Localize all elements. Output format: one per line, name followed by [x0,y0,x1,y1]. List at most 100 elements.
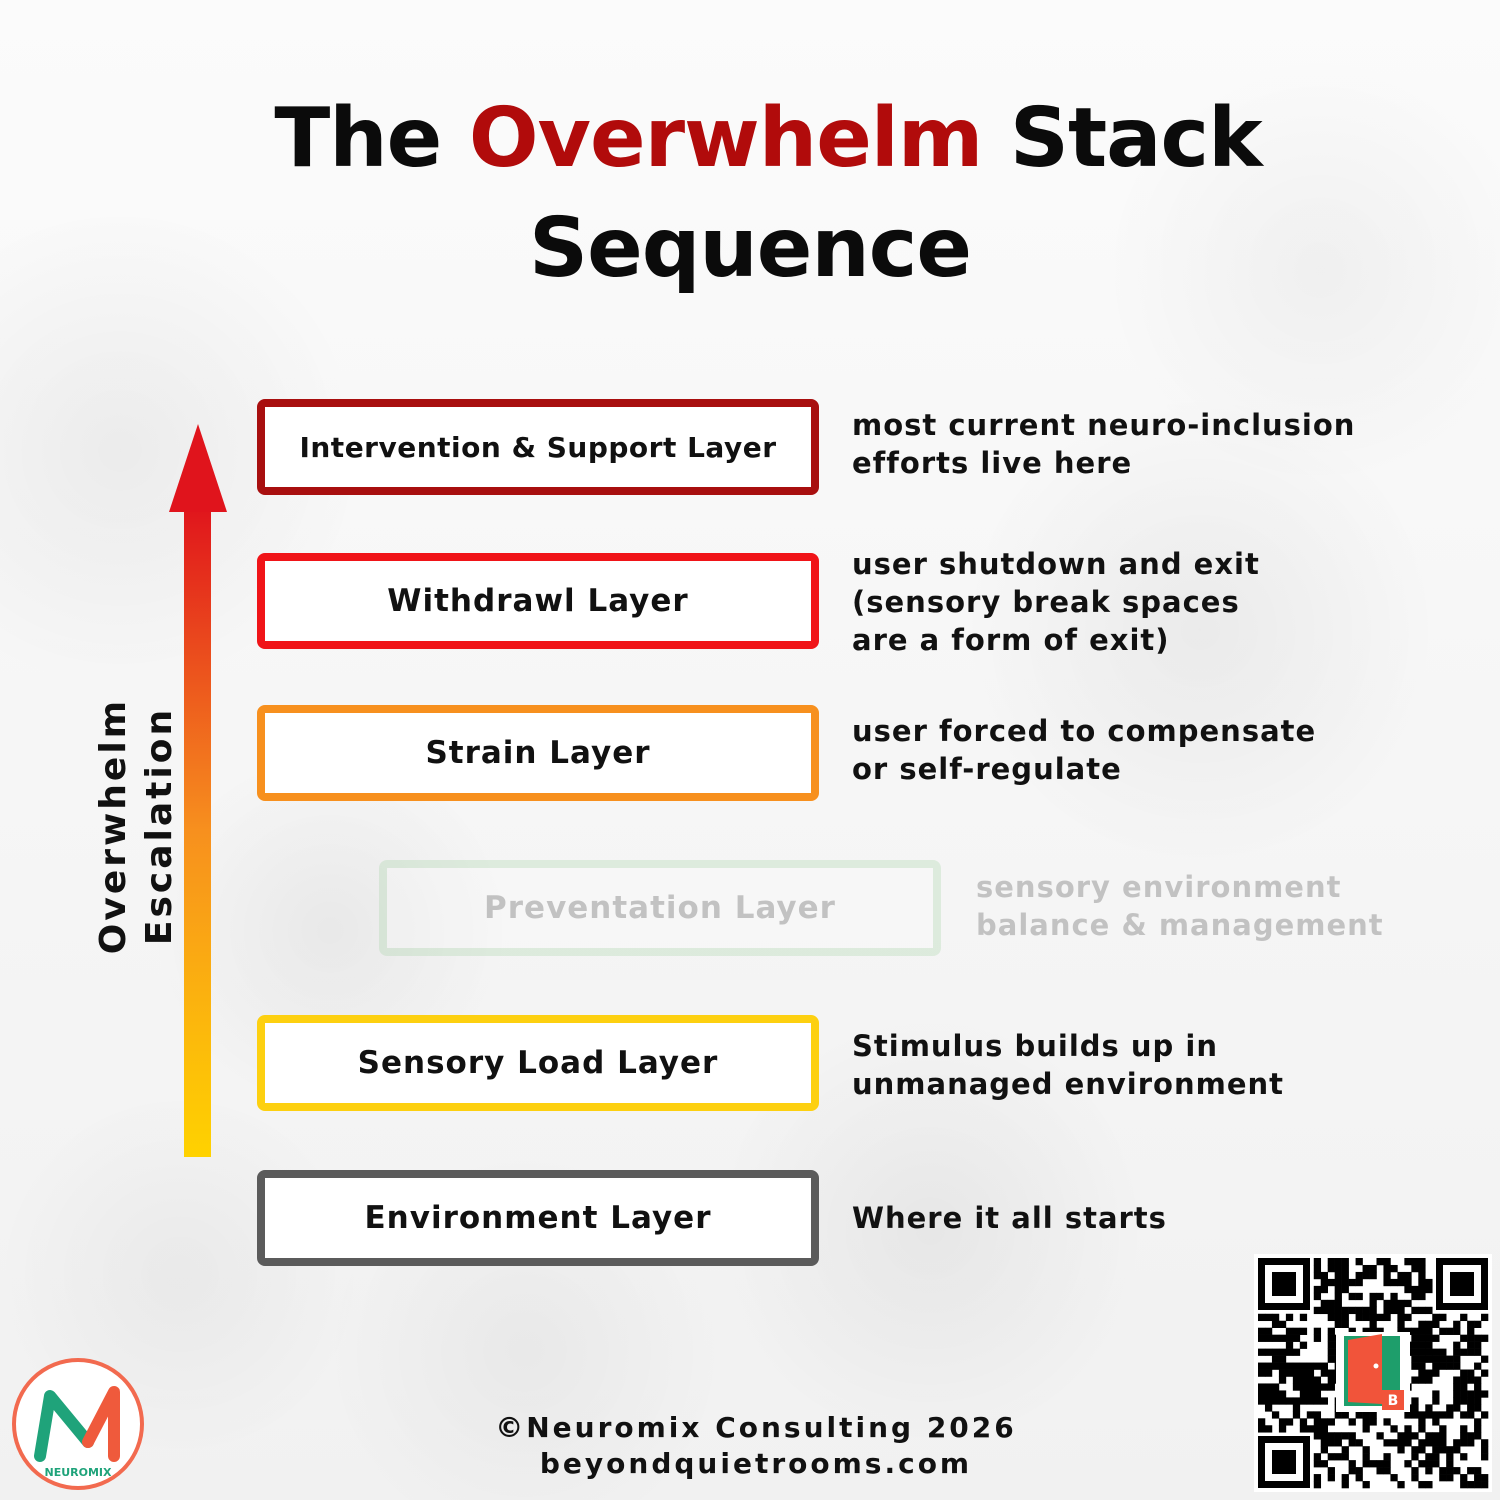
qr-module [1411,1341,1419,1349]
qr-module [1355,1258,1363,1266]
qr-module [1341,1453,1349,1461]
qr-module [1425,1369,1433,1377]
qr-module [1327,1376,1335,1384]
qr-module [1432,1369,1440,1377]
qr-module [1425,1439,1433,1447]
qr-module [1369,1264,1377,1273]
qr-module [1278,1390,1287,1398]
qr-module [1425,1285,1433,1294]
qr-module [1460,1313,1468,1322]
neuromix-logo-icon: NEUROMIX [12,1358,144,1490]
layer-box-withdrawl: Withdrawl Layer [257,553,819,649]
qr-module [1292,1404,1301,1412]
qr-module [1369,1327,1377,1335]
qr-module [1481,1369,1489,1377]
qr-module [1306,1425,1315,1433]
qr-module [1467,1348,1475,1356]
qr-module [1327,1334,1335,1342]
qr-module [1411,1474,1419,1482]
qr-module [1453,1390,1461,1398]
qr-module [1320,1383,1328,1391]
arrow-shaft [184,505,211,1157]
qr-module [1411,1327,1419,1335]
qr-module [1313,1306,1322,1315]
qr-module [1432,1390,1440,1398]
qr-module [1432,1355,1440,1363]
qr-module [1390,1425,1398,1433]
qr-module [1460,1369,1468,1377]
qr-module [1362,1327,1370,1335]
qr-module [1467,1404,1475,1412]
qr-module [1334,1320,1342,1328]
qr-module [1278,1355,1287,1363]
qr-module [1446,1474,1454,1482]
layer-box-preventation: Preventation Layer [379,860,941,956]
qr-module [1383,1278,1391,1287]
qr-module [1453,1355,1461,1363]
qr-module [1467,1432,1475,1440]
qr-module [1362,1306,1370,1315]
qr-module [1334,1411,1342,1419]
layer-box-intervention-support: Intervention & Support Layer [257,399,819,495]
qr-module [1278,1425,1287,1433]
qr-module [1334,1432,1342,1440]
qr-module [1383,1467,1391,1475]
qr-module [1425,1411,1433,1419]
footer-website[interactable]: beyondquietrooms.com [539,1447,973,1480]
qr-module [1474,1362,1482,1370]
qr-module [1425,1404,1433,1412]
axis-label-line-1: Overwhelm [93,697,134,955]
qr-module [1383,1306,1391,1315]
qr-module [1446,1362,1454,1370]
qr-module [1418,1292,1426,1301]
layer-label: Sensory Load Layer [357,1045,719,1081]
qr-module [1376,1467,1384,1475]
qr-module [1467,1327,1475,1335]
qr-module [1411,1285,1419,1294]
qr-module [1425,1355,1433,1363]
qr-module [1258,1425,1266,1433]
qr-module [1467,1376,1475,1384]
qr-module [1411,1453,1419,1461]
qr-module [1258,1348,1266,1356]
qr-module [1271,1313,1280,1322]
qr-module [1397,1327,1405,1335]
qr-module [1299,1418,1308,1426]
qr-module [1446,1467,1454,1475]
qr-module [1425,1306,1433,1315]
qr-module [1425,1467,1433,1475]
qr-module [1299,1425,1308,1433]
qr-module [1341,1432,1349,1440]
qr-module [1362,1271,1370,1280]
qr-module [1481,1474,1489,1482]
qr-module [1474,1383,1482,1391]
qr-module [1481,1334,1489,1342]
qr-module [1467,1467,1475,1475]
qr-module [1258,1313,1266,1322]
qr-module [1306,1369,1315,1377]
qr-module [1460,1425,1468,1433]
qr-module [1320,1285,1328,1294]
qr-module [1453,1446,1461,1454]
axis-label: Overwhelm Escalation [91,698,183,954]
qr-module [1418,1320,1426,1328]
qr-module [1439,1425,1447,1433]
qr-module [1278,1348,1287,1356]
qr-module [1258,1383,1266,1391]
qr-module [1334,1292,1342,1301]
qr-module [1278,1418,1287,1426]
qr-module [1313,1418,1322,1426]
qr-module [1334,1285,1342,1294]
qr-module [1369,1313,1377,1322]
qr-module [1334,1278,1342,1287]
qr-module [1369,1460,1377,1468]
qr-module [1467,1334,1475,1342]
qr-module [1271,1397,1280,1405]
qr-module [1467,1439,1475,1447]
qr-code-icon[interactable]: B [1254,1254,1492,1492]
qr-module [1432,1432,1440,1440]
qr-module [1474,1425,1482,1433]
qr-module [1271,1320,1280,1328]
qr-module [1355,1474,1363,1482]
qr-module [1383,1418,1391,1426]
